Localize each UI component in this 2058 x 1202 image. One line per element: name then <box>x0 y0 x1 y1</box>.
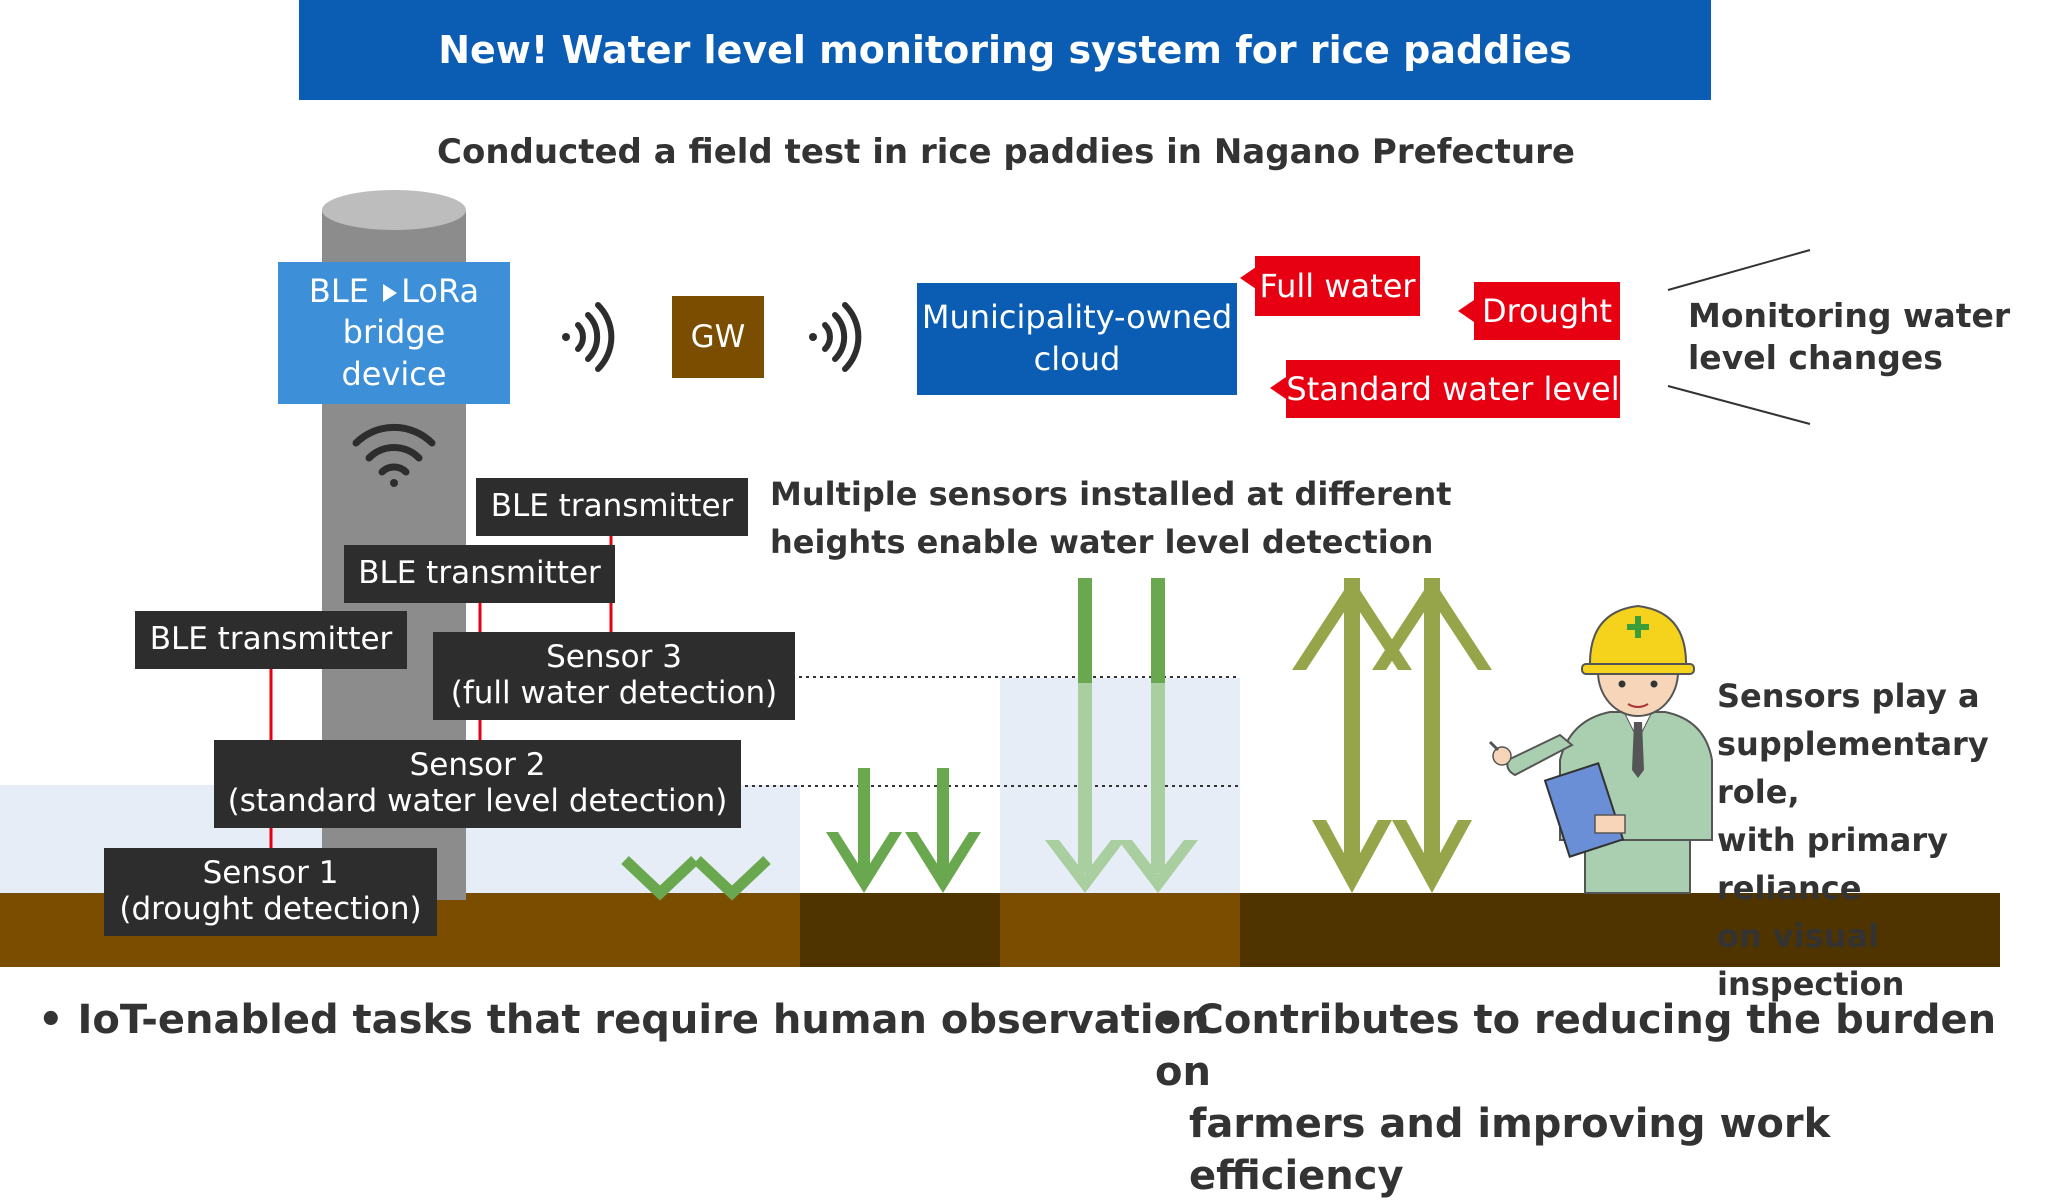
soil-mid <box>1000 893 1240 967</box>
down-arrows-medium <box>826 768 981 893</box>
sensor-2-desc: (standard water level detection) <box>227 783 728 819</box>
soil-dark-2 <box>1240 893 2000 967</box>
sensor-1-desc: (drought detection) <box>119 891 422 927</box>
monitoring-line2: level changes <box>1688 338 1943 378</box>
ble-transmitter-top: BLE transmitter <box>476 478 748 536</box>
subtitle: Conducted a field test in rice paddies i… <box>437 132 1575 172</box>
sensor-3-box: Sensor 3 (full water detection) <box>433 632 795 720</box>
water-area-mid <box>1000 678 1240 895</box>
tag-pointer <box>1458 300 1474 322</box>
multi-line2: heights enable water level detection <box>770 523 1434 561</box>
sensor-1-name: Sensor 1 <box>202 855 339 892</box>
sensor-3-desc: (full water detection) <box>450 675 778 711</box>
bullet-right: • Contributes to reducing the burden on … <box>1155 994 2058 1202</box>
worker-illustration <box>1488 604 1713 894</box>
tag-drought: Drought <box>1474 282 1620 340</box>
supplementary-note: Sensors play a supplementary role, with … <box>1717 672 2058 1008</box>
bullet-right-text1: Contributes to reducing the burden on <box>1155 997 1997 1095</box>
bridge-ble-label: BLE <box>308 271 369 310</box>
tag-pointer <box>1270 377 1286 399</box>
chevron-arrows <box>621 855 771 901</box>
play-arrow-icon <box>383 283 398 302</box>
supp-line2: supplementary role, <box>1717 725 1989 811</box>
banner-title: New! Water level monitoring system for r… <box>299 0 1711 100</box>
bullet-left-text: IoT-enabled tasks that require human obs… <box>77 997 1210 1043</box>
bullet-right-text2: farmers and improving work efficiency <box>1189 1101 1831 1199</box>
bridge-device: BLE LoRa bridge device <box>278 262 510 404</box>
bridge-lora-label: LoRa <box>401 271 480 310</box>
tag-full-water: Full water <box>1255 256 1420 316</box>
soil-dark-1 <box>800 893 1000 967</box>
cloud-line1: Municipality-owned <box>921 298 1233 337</box>
bullet-right-line1: • Contributes to reducing the burden on <box>1155 994 2058 1098</box>
multi-sensor-note: Multiple sensors installed at different … <box>770 470 1452 566</box>
monitoring-label: Monitoring water level changes <box>1688 295 2010 379</box>
cloud-line2: cloud <box>1033 340 1121 378</box>
sensor-1-box: Sensor 1 (drought detection) <box>104 848 437 936</box>
bridge-line1: BLE LoRa <box>309 271 479 313</box>
bullet-dot: • <box>1155 997 1181 1043</box>
cloud-box: Municipality-owned cloud <box>917 283 1237 395</box>
multi-line1: Multiple sensors installed at different <box>770 475 1452 513</box>
ble-transmitter-bottom: BLE transmitter <box>135 611 407 669</box>
ble-transmitter-middle: BLE transmitter <box>344 545 615 603</box>
gateway-box: GW <box>672 296 764 378</box>
pole-top <box>322 190 466 230</box>
up-down-arrows <box>1292 578 1492 893</box>
sensor-2-box: Sensor 2 (standard water level detection… <box>214 740 741 828</box>
bracket-top <box>1667 249 1811 291</box>
bracket-bottom <box>1667 385 1811 425</box>
sensor-2-name: Sensor 2 <box>409 747 546 784</box>
down-arrows-long <box>1045 578 1198 893</box>
supp-line3: with primary reliance <box>1717 821 1948 907</box>
sensor-3-name: Sensor 3 <box>546 639 682 676</box>
wireless-signal-icon <box>562 302 615 372</box>
wireless-signal-icon <box>809 302 862 372</box>
monitoring-line1: Monitoring water <box>1688 296 2011 335</box>
tag-pointer <box>1240 267 1256 289</box>
wifi-icon <box>352 423 436 487</box>
bullet-left: • IoT-enabled tasks that require human o… <box>38 994 1210 1046</box>
tag-standard-water-level: Standard water level <box>1286 360 1620 418</box>
bridge-line3: device <box>341 354 447 393</box>
bullet-dot: • <box>38 997 64 1043</box>
supp-line4: on visual inspection <box>1717 917 1905 1003</box>
bridge-line2: bridge <box>342 313 446 352</box>
supp-line1: Sensors play a <box>1717 677 1980 715</box>
